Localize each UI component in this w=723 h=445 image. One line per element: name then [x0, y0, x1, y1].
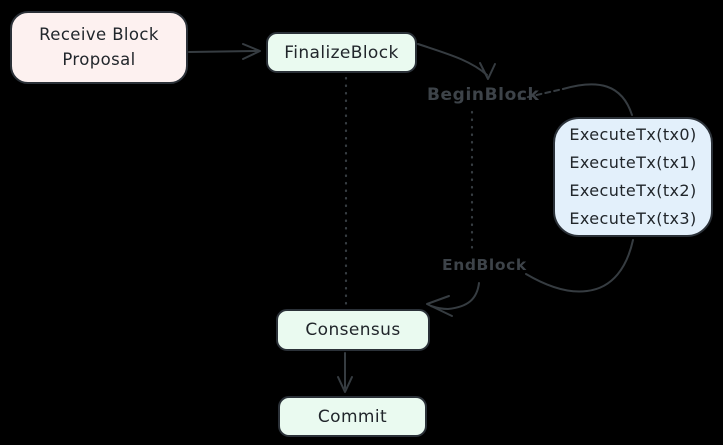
edge-beginblock-to-execute — [562, 83, 633, 116]
execute-tx-line: ExecuteTx(tx1) — [569, 153, 697, 172]
arrowhead-endblock-to-consensus — [426, 295, 453, 317]
node-receive-block-proposal[interactable]: Receive Block Proposal — [10, 11, 188, 84]
node-finalize-label: FinalizeBlock — [284, 42, 399, 63]
edge-beginblock-dashed — [518, 88, 564, 100]
node-consensus[interactable]: Consensus — [276, 309, 430, 351]
execute-tx-line: ExecuteTx(tx0) — [569, 125, 697, 144]
execute-tx-line: ExecuteTx(tx2) — [569, 181, 697, 200]
node-finalize-block[interactable]: FinalizeBlock — [266, 32, 417, 73]
arrow-receive-to-finalize — [188, 50, 258, 53]
node-consensus-label: Consensus — [305, 320, 401, 340]
node-execute-tx[interactable]: ExecuteTx(tx0) ExecuteTx(tx1) ExecuteTx(… — [553, 117, 713, 237]
edge-label-end-block: EndBlock — [442, 256, 527, 274]
execute-tx-line: ExecuteTx(tx3) — [569, 209, 697, 228]
arrowhead-finalize-to-beginblock — [479, 62, 496, 80]
edge-execute-to-endblock — [525, 239, 634, 293]
edge-label-begin-block: BeginBlock — [427, 85, 540, 105]
node-commit[interactable]: Commit — [278, 396, 427, 437]
arrow-endblock-to-consensus — [430, 282, 480, 310]
node-receive-label: Receive Block Proposal — [39, 24, 159, 69]
arrowhead-receive-to-finalize — [242, 43, 261, 60]
node-commit-label: Commit — [317, 406, 388, 427]
arrowhead-consensus-to-commit — [337, 376, 353, 393]
arrow-finalize-to-beginblock — [417, 43, 488, 76]
